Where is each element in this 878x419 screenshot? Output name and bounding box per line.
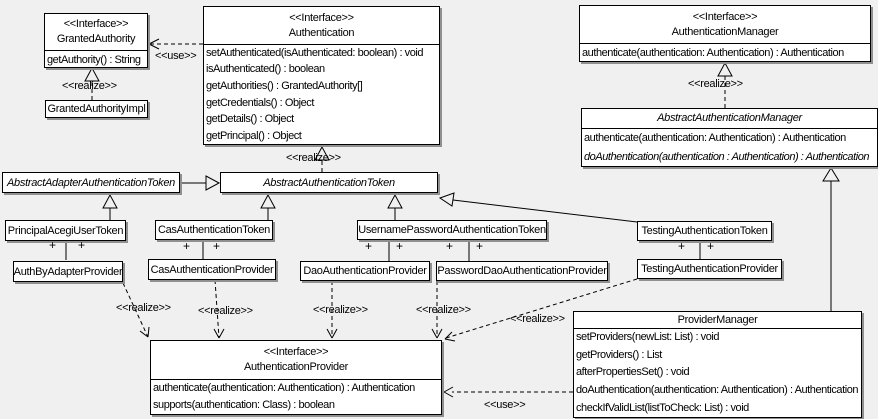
operation: isAuthenticated() : boolean bbox=[206, 63, 325, 76]
realize-label: <<realize>> bbox=[116, 302, 171, 314]
assoc-plus: + bbox=[49, 238, 57, 252]
edge-realize-testingauthenticationprovider[interactable] bbox=[444, 278, 638, 342]
class-name: AuthenticationManager bbox=[671, 25, 779, 38]
edge-realize-authbyadapterprovider[interactable] bbox=[122, 282, 150, 338]
operation: authenticate(authentication: Authenticat… bbox=[584, 132, 846, 144]
assoc-plus: + bbox=[707, 239, 715, 253]
assoc-plus: + bbox=[213, 239, 221, 253]
operation: authenticate(authentication: Authenticat… bbox=[153, 382, 415, 394]
class-cas-authentication-token[interactable]: CasAuthenticationToken bbox=[155, 220, 273, 240]
edge-gen-providermanager-abstractmanager[interactable] bbox=[822, 167, 840, 311]
stereotype-label: <<Interface>> bbox=[263, 346, 329, 358]
realize-label: <<realize>> bbox=[62, 80, 117, 92]
operation: getAuthorities() : GrantedAuthority[] bbox=[206, 80, 363, 93]
use-label: <<use>> bbox=[484, 399, 526, 411]
assoc-plus: + bbox=[678, 239, 686, 253]
operation: doAuthentication(authentication : Authen… bbox=[584, 151, 870, 163]
edge-use-authentication-grantedauthority[interactable] bbox=[148, 38, 203, 50]
edge-gen-casauthenticationtoken[interactable] bbox=[260, 193, 276, 220]
class-abstract-adapter-authentication-token[interactable]: AbstractAdapterAuthenticationToken bbox=[2, 172, 180, 193]
assoc-plus: + bbox=[396, 239, 404, 253]
class-name: DaoAuthenticationProvider bbox=[303, 265, 427, 277]
operation: checkIfValidList(listToCheck: List) : vo… bbox=[576, 401, 749, 414]
class-auth-by-adapter-provider[interactable]: AuthByAdapterProvider bbox=[13, 261, 123, 282]
class-name: TestingAuthenticationToken bbox=[641, 225, 768, 237]
edge-realize-passworddaoprovider[interactable] bbox=[431, 281, 443, 339]
class-abstract-authentication-token[interactable]: AbstractAuthenticationToken bbox=[220, 172, 438, 193]
operation: setProviders(newList: List) : void bbox=[576, 331, 720, 344]
class-name: AbstractAuthenticationManager bbox=[657, 112, 802, 124]
assoc-plus: + bbox=[183, 239, 191, 253]
realize-label: <<realize>> bbox=[313, 304, 368, 316]
operation: getCredentials() : Object bbox=[206, 96, 314, 109]
operation: authenticate(authentication: Authenticat… bbox=[582, 46, 844, 59]
class-name: PrincipalAcegiUserToken bbox=[7, 224, 124, 237]
class-cas-authentication-provider[interactable]: CasAuthenticationProvider bbox=[148, 259, 276, 280]
operation: getAuthority() : String bbox=[47, 53, 141, 66]
assoc-plus: + bbox=[78, 238, 86, 252]
edge-realize-abstractmanager-authenticationmanager[interactable] bbox=[717, 61, 733, 108]
class-name: UsernamePasswordAuthenticationToken bbox=[358, 224, 546, 236]
class-name: AbstractAdapterAuthenticationToken bbox=[7, 176, 175, 189]
class-name: GrantedAuthority bbox=[56, 33, 136, 45]
class-provider-manager[interactable]: ProviderManager setProviders(newList: Li… bbox=[573, 311, 862, 418]
operation: afterPropertiesSet() : void bbox=[576, 366, 690, 379]
operation: setAuthenticated(isAuthenticated: boolea… bbox=[206, 46, 424, 59]
realize-label: <<realize>> bbox=[510, 313, 565, 325]
operation: getPrincipal() : Object bbox=[206, 130, 302, 143]
class-granted-authority[interactable]: <<Interface>> GrantedAuthority getAuthor… bbox=[44, 13, 148, 68]
class-name: AuthenticationProvider bbox=[243, 361, 349, 373]
realize-label: <<realize>> bbox=[198, 305, 253, 317]
edge-gen-abstractadaptertoken-abstracttoken[interactable] bbox=[180, 175, 221, 191]
class-testing-authentication-token[interactable]: TestingAuthenticationToken bbox=[637, 221, 772, 241]
operation: doAuthentication(authentication: Authent… bbox=[576, 384, 859, 397]
class-authentication-manager[interactable]: <<Interface>> AuthenticationManager auth… bbox=[579, 5, 871, 62]
operation: getProviders() : List bbox=[576, 348, 662, 361]
class-name: AbstractAuthenticationToken bbox=[263, 176, 395, 189]
class-name: CasAuthenticationToken bbox=[157, 224, 271, 236]
edge-realize-daoauthenticationprovider[interactable] bbox=[326, 281, 338, 339]
class-abstract-authentication-manager[interactable]: AbstractAuthenticationManager authentica… bbox=[581, 108, 878, 167]
edge-gen-testingtoken[interactable] bbox=[438, 192, 638, 223]
class-name: PasswordDaoAuthenticationProvider bbox=[437, 265, 607, 277]
edge-realize-casauthenticationprovider[interactable] bbox=[213, 279, 225, 339]
class-name: ProviderManager bbox=[677, 313, 758, 326]
stereotype-label: <<Interface>> bbox=[289, 11, 354, 24]
class-username-password-authentication-token[interactable]: UsernamePasswordAuthenticationToken bbox=[357, 220, 547, 240]
operation: getDetails() : Object bbox=[206, 113, 294, 126]
edge-realize-abstracttoken-authentication[interactable] bbox=[314, 145, 330, 172]
realize-label: <<realize>> bbox=[286, 152, 341, 164]
class-password-dao-authentication-provider[interactable]: PasswordDaoAuthenticationProvider bbox=[436, 261, 608, 281]
stereotype-label: <<Interface>> bbox=[692, 10, 758, 23]
class-authentication[interactable]: <<Interface>> Authentication setAuthenti… bbox=[203, 6, 440, 145]
class-name: GrantedAuthorityImpl bbox=[47, 103, 146, 115]
edge-realize-grantedauthorityimpl-grantedauthority[interactable] bbox=[84, 66, 100, 100]
class-name: AuthByAdapterProvider bbox=[13, 265, 123, 278]
assoc-plus: + bbox=[365, 239, 373, 253]
class-granted-authority-impl[interactable]: GrantedAuthorityImpl bbox=[45, 100, 148, 118]
assoc-plus: + bbox=[446, 239, 454, 253]
realize-label: <<realize>> bbox=[688, 78, 743, 90]
class-dao-authentication-provider[interactable]: DaoAuthenticationProvider bbox=[300, 261, 430, 281]
edge-use-providermanager-authenticationprovider[interactable] bbox=[443, 386, 573, 398]
operation: supports(authentication: Class) : boolea… bbox=[153, 399, 335, 411]
class-principal-acegi-user-token[interactable]: PrincipalAcegiUserToken bbox=[5, 220, 126, 241]
use-label: <<use>> bbox=[155, 50, 197, 62]
edge-gen-usernamepasswordtoken[interactable] bbox=[387, 193, 403, 220]
edge-gen-principalacegiusertoken[interactable] bbox=[102, 193, 118, 220]
class-name: Authentication bbox=[288, 26, 355, 39]
class-authentication-provider[interactable]: <<Interface>> AuthenticationProvider aut… bbox=[150, 340, 442, 415]
stereotype-label: <<Interface>> bbox=[63, 18, 129, 30]
assoc-plus: + bbox=[476, 239, 484, 253]
class-name: CasAuthenticationProvider bbox=[150, 263, 274, 276]
class-name: TestingAuthenticationProvider bbox=[641, 263, 778, 275]
class-testing-authentication-provider[interactable]: TestingAuthenticationProvider bbox=[637, 259, 782, 279]
realize-label: <<realize>> bbox=[416, 304, 471, 316]
